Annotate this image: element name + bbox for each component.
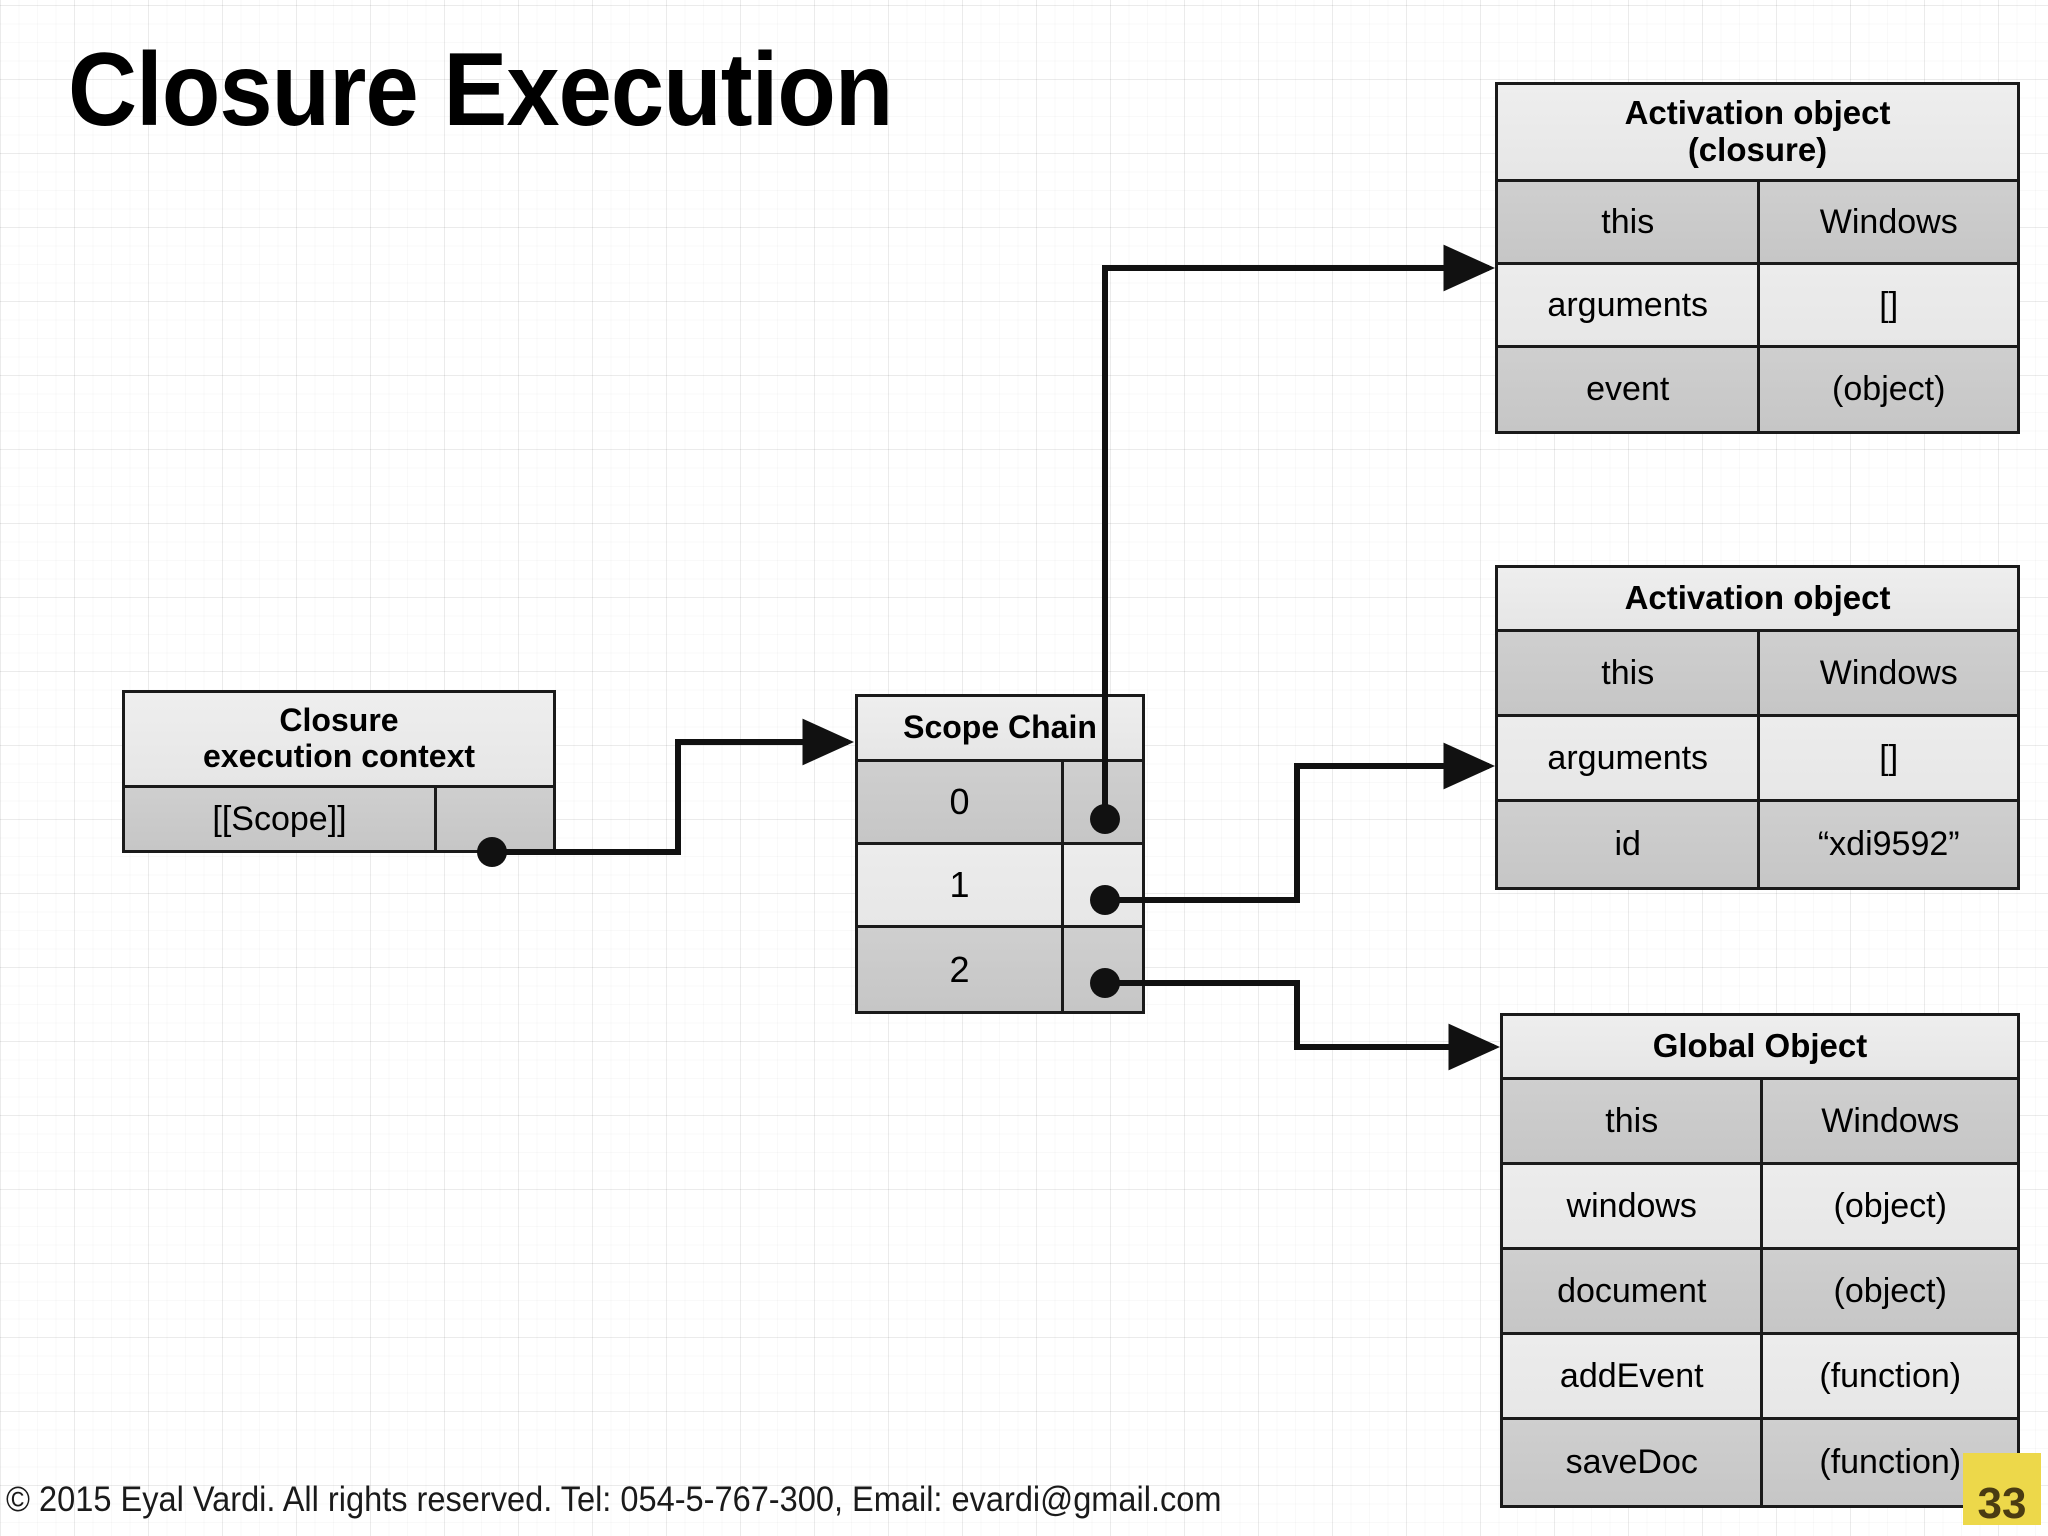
row-key: 0 xyxy=(858,762,1064,842)
row-value: (object) xyxy=(1832,370,1946,408)
row-key: [[Scope]] xyxy=(125,788,437,850)
wire-scope0-to-closure-ao xyxy=(1102,244,1496,819)
row-key: arguments xyxy=(1498,717,1761,799)
row-key: this xyxy=(1498,632,1761,714)
scope-chain-header: Scope Chain xyxy=(858,697,1142,762)
row-key: this xyxy=(1498,182,1761,262)
page-number-badge: 33 xyxy=(1963,1453,2041,1526)
row-key: event xyxy=(1498,348,1761,431)
closure-execution-context-header-line1: Closure xyxy=(279,702,399,739)
closure-execution-context-table: Closure execution context [[Scope]] xyxy=(122,690,556,853)
row-value-pointer xyxy=(437,788,553,850)
global-object-table: Global Object this Windows windows (obje… xyxy=(1500,1013,2020,1508)
row-key: addEvent xyxy=(1503,1335,1764,1417)
copyright-footer: © 2015 Eyal Vardi. All rights reserved. … xyxy=(6,1480,1222,1519)
row-key: this xyxy=(1503,1080,1764,1162)
row-value: Windows xyxy=(1819,653,1958,692)
activation-object-table: Activation object this Windows arguments… xyxy=(1495,565,2020,890)
scope-chain-table: Scope Chain 0 1 2 xyxy=(855,694,1145,1014)
global-object-header: Global Object xyxy=(1503,1016,2017,1080)
row-value: [] xyxy=(1879,738,1899,777)
row-value: Windows xyxy=(1821,1101,1960,1140)
page-title: Closure Execution xyxy=(68,32,893,148)
activation-object-closure-header-line1: Activation object xyxy=(1624,94,1891,132)
table-row: event (object) xyxy=(1498,348,2017,431)
row-value: [] xyxy=(1879,285,1899,324)
table-row: windows (object) xyxy=(1503,1165,2017,1250)
wire-scope2-to-global xyxy=(1105,980,1501,1071)
table-row: addEvent (function) xyxy=(1503,1335,2017,1420)
table-row: id “xdi9592” xyxy=(1498,802,2017,887)
table-row: 1 xyxy=(858,845,1142,928)
row-value: Windows xyxy=(1819,202,1958,241)
row-key: id xyxy=(1498,802,1761,887)
row-value: “xdi9592” xyxy=(1817,825,1960,863)
activation-object-closure-header-line2: (closure) xyxy=(1687,131,1828,168)
row-value: (object) xyxy=(1833,1186,1947,1225)
table-row: this Windows xyxy=(1503,1080,2017,1165)
row-value-pointer xyxy=(1064,845,1142,925)
row-key: 1 xyxy=(858,845,1064,925)
table-row: 2 xyxy=(858,928,1142,1011)
row-key: arguments xyxy=(1498,265,1761,345)
table-row: 0 xyxy=(858,762,1142,845)
activation-object-closure-header: Activation object (closure) xyxy=(1498,85,2017,182)
table-row: arguments [] xyxy=(1498,717,2017,802)
closure-execution-context-header-line2: execution context xyxy=(202,738,476,774)
row-key: document xyxy=(1503,1250,1764,1332)
row-key: 2 xyxy=(858,928,1064,1011)
table-row: this Windows xyxy=(1498,182,2017,265)
table-row: arguments [] xyxy=(1498,265,2017,348)
row-value: (object) xyxy=(1833,1271,1947,1310)
wire-scope1-to-ao xyxy=(1105,742,1496,903)
table-row: [[Scope]] xyxy=(125,788,553,850)
activation-object-closure-table: Activation object (closure) this Windows… xyxy=(1495,82,2020,434)
closure-execution-context-header: Closure execution context xyxy=(125,693,553,788)
row-value-pointer xyxy=(1064,762,1142,842)
table-row: saveDoc (function) xyxy=(1503,1420,2017,1505)
row-value-pointer xyxy=(1064,928,1142,1011)
activation-object-header: Activation object xyxy=(1498,568,2017,632)
table-row: this Windows xyxy=(1498,632,2017,717)
row-value: (function) xyxy=(1819,1356,1962,1395)
row-key: saveDoc xyxy=(1503,1420,1764,1505)
table-row: document (object) xyxy=(1503,1250,2017,1335)
row-key: windows xyxy=(1503,1165,1764,1247)
row-value: (function) xyxy=(1819,1443,1962,1481)
